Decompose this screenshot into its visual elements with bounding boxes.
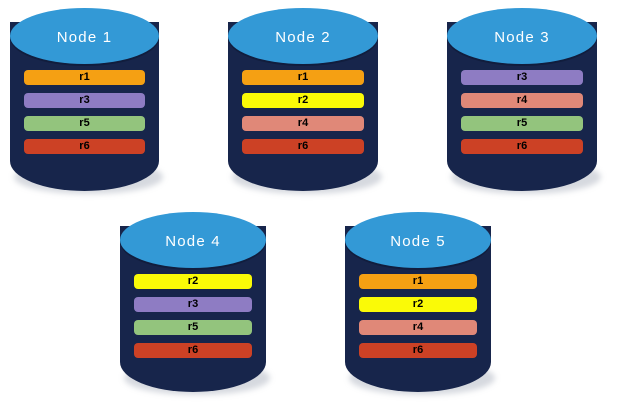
replica-bar[interactable]: r3 (461, 70, 583, 85)
replica-list: r1 r3 r5 r6 (10, 70, 159, 154)
node-label: Node 2 (275, 29, 331, 46)
replica-bar[interactable]: r1 (358, 274, 478, 289)
replica-bar[interactable]: r6 (133, 343, 253, 358)
replica-list: r3 r4 r5 r6 (447, 70, 597, 154)
replica-bar[interactable]: r4 (242, 116, 364, 131)
replica-bar[interactable]: r6 (358, 343, 478, 358)
replica-bar[interactable]: r2 (133, 274, 253, 289)
node-cylinder[interactable]: Node 2 r1 r2 r4 r6 (228, 8, 382, 194)
cylinder-top-ellipse (345, 212, 491, 268)
node-label: Node 3 (494, 29, 550, 46)
replica-bar[interactable]: r5 (133, 320, 253, 335)
node-cylinder[interactable]: Node 3 r3 r4 r5 r6 (447, 8, 601, 194)
replica-bar[interactable]: r6 (461, 139, 583, 154)
replica-list: r1 r2 r4 r6 (345, 274, 491, 358)
node-cylinder[interactable]: Node 1 r1 r3 r5 r6 (10, 8, 163, 194)
replica-bar[interactable]: r1 (24, 70, 145, 85)
replica-bar[interactable]: r4 (461, 93, 583, 108)
node-cylinder[interactable]: Node 5 r1 r2 r4 r6 (345, 212, 495, 395)
replica-bar[interactable]: r5 (24, 116, 145, 131)
replica-bar[interactable]: r3 (133, 297, 253, 312)
cylinder-top-ellipse (10, 8, 159, 64)
node-cylinder[interactable]: Node 4 r2 r3 r5 r6 (120, 212, 270, 395)
replica-bar[interactable]: r6 (24, 139, 145, 154)
node-label: Node 4 (165, 233, 221, 250)
replica-bar[interactable]: r2 (358, 297, 478, 312)
replica-bar[interactable]: r3 (24, 93, 145, 108)
replica-bar[interactable]: r2 (242, 93, 364, 108)
node-label: Node 1 (56, 29, 113, 46)
replica-list: r1 r2 r4 r6 (228, 70, 378, 154)
replica-bar[interactable]: r4 (358, 320, 478, 335)
replica-list: r2 r3 r5 r6 (120, 274, 266, 358)
node-label: Node 5 (390, 233, 446, 250)
cylinder-top-ellipse (447, 8, 597, 64)
replica-bar[interactable]: r6 (242, 139, 364, 154)
replica-bar[interactable]: r1 (242, 70, 364, 85)
cylinder-top-ellipse (120, 212, 266, 268)
replica-bar[interactable]: r5 (461, 116, 583, 131)
cylinder-top-ellipse (228, 8, 378, 64)
